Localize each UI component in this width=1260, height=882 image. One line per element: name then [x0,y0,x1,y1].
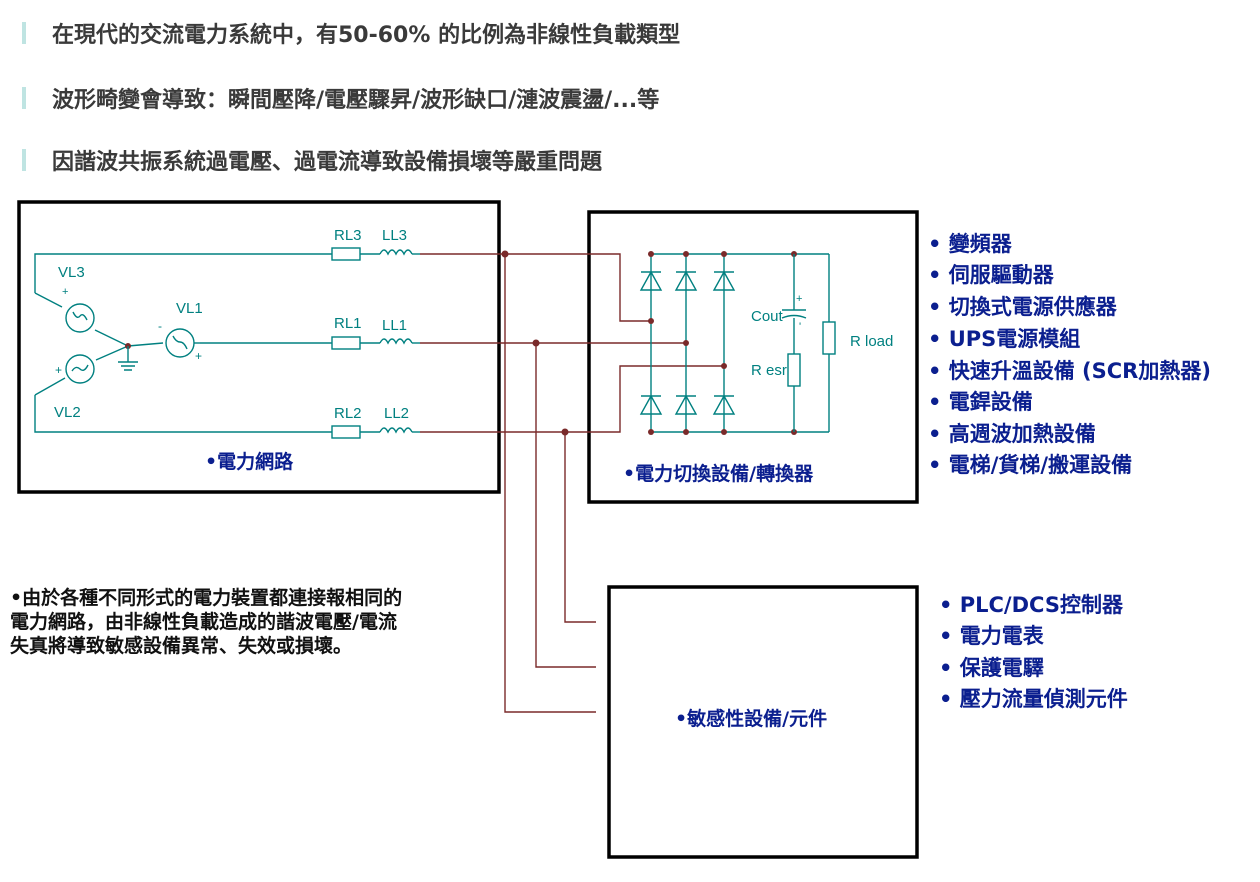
converter-box-label: •電力切換設備/轉換器 [623,462,814,485]
bullet-bar [22,22,26,44]
list-item: • 電力電表 [939,624,1045,648]
diode-icon [674,270,698,291]
label-rload: R load [850,333,893,350]
list-item: • 快速升溫設備 (SCR加熱器) [928,359,1211,383]
header-bullet-text: 波形畸變會導致：瞬間壓降/電壓驟昇/波形缺口/漣波震盪/...等 [52,88,660,113]
header-bullet-3: 因諧波共振系統過電壓、過電流導致設備損壞等嚴重問題 [22,145,602,175]
list-item: • 伺服驅動器 [928,263,1055,287]
label-ll1: LL1 [382,317,407,334]
svg-text:-: - [158,319,162,333]
note-line: 失真將導致敏感設備異常、失效或損壞。 [10,634,352,657]
label-vl2: VL2 [54,404,81,421]
label-ll3: LL3 [382,227,407,244]
resistor-rl2 [331,425,361,439]
svg-text:': ' [799,321,801,333]
sensitive-box-label: •敏感性設備/元件 [675,707,827,730]
list-item: • 電銲設備 [928,390,1033,414]
header-bullet-2: 波形畸變會導致：瞬間壓降/電壓驟昇/波形缺口/漣波震盪/...等 [22,83,659,113]
network-box [17,200,501,494]
svg-text:+: + [55,363,62,377]
source-vl1 [165,328,195,358]
label-ll2: LL2 [384,405,409,422]
explanatory-note: •由於各種不同形式的電力裝置都連接報相同的 電力網路，由非線性負載造成的諧波電壓… [10,586,402,657]
resistor-rl3 [331,247,361,261]
bus-wires [420,250,724,713]
list-item: • 切換式電源供應器 [928,295,1118,319]
list-item: • 保護電驛 [939,656,1044,680]
converter-device-list: • 變頻器 • 伺服驅動器 • 切換式電源供應器 • UPS電源模組 • 快速升… [928,232,1211,477]
label-rl1: RL1 [334,315,362,332]
list-item: • 壓力流量偵測元件 [939,687,1128,711]
diode-icon [674,394,698,415]
bullet-bar [22,87,26,109]
rectifier-bridge [639,251,829,435]
header-bullet-1: 在現代的交流電力系統中，有50-60% 的比例為非線性負載類型 [22,18,680,48]
list-item: • 變頻器 [928,232,1013,256]
phase-line-1 [200,336,420,350]
diode-icon [639,270,663,291]
sensitive-box [607,585,919,859]
list-item: • PLC/DCS控制器 [939,593,1124,617]
svg-text:+: + [195,349,202,363]
svg-text:+: + [62,286,68,298]
sensitive-device-list: • PLC/DCS控制器 • 電力電表 • 保護電驛 • 壓力流量偵測元件 [939,593,1128,711]
svg-text:+: + [796,293,802,305]
diode-icon [639,394,663,415]
diode-icon [712,394,736,415]
label-resr: R esr [751,362,787,379]
note-line: 電力網路，由非線性負載造成的諧波電壓/電流 [10,610,397,633]
label-rl2: RL2 [334,405,362,422]
label-vl1: VL1 [176,300,203,317]
list-item: • UPS電源模組 [928,327,1080,351]
note-line: •由於各種不同形式的電力裝置都連接報相同的 [10,586,402,609]
resistor-rload [822,321,836,355]
phase-line-3 [34,247,420,293]
resistor-resr [787,353,801,387]
network-box-label: •電力網路 [205,450,294,473]
bullet-bar [22,149,26,171]
source-vl3 [65,303,95,333]
label-vl3: VL3 [58,264,85,281]
converter-box [587,210,919,504]
list-item: • 電梯/貨梯/搬運設備 [928,453,1132,477]
header-bullet-text: 因諧波共振系統過電壓、過電流導致設備損壞等嚴重問題 [52,150,603,175]
label-cout: Cout [751,308,784,325]
y-connection: + + - + [34,286,202,396]
header-bullet-text: 在現代的交流電力系統中，有50-60% 的比例為非線性負載類型 [52,23,681,48]
diode-icon [712,270,736,291]
list-item: • 高週波加熱設備 [928,422,1096,446]
phase-line-2 [34,395,420,439]
dc-output: + ' [781,254,836,432]
ground-icon [118,361,138,371]
label-rl3: RL3 [334,227,362,244]
resistor-rl1 [331,336,361,350]
